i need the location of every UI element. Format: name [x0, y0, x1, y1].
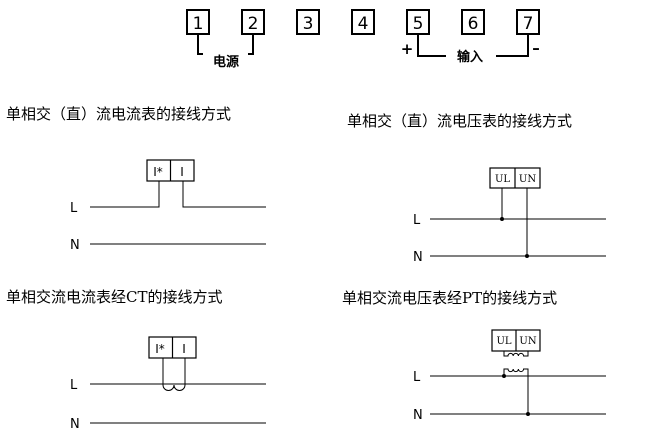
terminal-3: [296, 9, 320, 35]
terminal-4: [351, 9, 375, 35]
terminal-number-3: 3: [303, 14, 314, 34]
input-label: 输入: [457, 49, 483, 65]
diagram-2-cell-un: UN: [519, 174, 536, 185]
diagram-3-caption: 单相交流电流表经CT的接线方式: [6, 288, 222, 306]
diagram-2-l-junction: [500, 217, 504, 221]
terminal-number-1: 1: [193, 14, 204, 34]
diagram-4-n-junction: [526, 412, 530, 416]
terminal-number-5: 5: [413, 14, 424, 34]
diagram-1-cell-current-out: I: [180, 165, 184, 179]
terminal-numbers: 1 2 3 4 5 6 7: [193, 14, 534, 34]
diagram-3-l-label: L: [70, 378, 78, 393]
diagram-3-cell-current-in: I*: [155, 342, 165, 356]
diagram-4-l-label: L: [413, 370, 421, 385]
diagram-2-caption: 单相交（直）流电压表的接线方式: [347, 112, 572, 130]
diagram-1-cell-current-in: I*: [153, 165, 163, 179]
diagram-3-n-label: N: [70, 417, 80, 431]
diagram-3-meter: I* I: [148, 336, 197, 359]
diagram-2-meter: UL UN: [489, 167, 541, 189]
diagram-2-cell-ul: UL: [495, 174, 510, 185]
diagram-4-meter: UL UN: [491, 329, 541, 352]
input-bracket: [417, 34, 529, 57]
diagram-4-cell-un: UN: [519, 336, 536, 347]
diagram-1-caption: 单相交（直）流电流表的接线方式: [6, 105, 231, 123]
diagram-4-n-label: N: [413, 408, 423, 423]
terminal-number-7: 7: [523, 14, 534, 34]
power-label: 电源: [213, 54, 239, 70]
terminal-number-4: 4: [358, 14, 369, 34]
diagram-4-pt-transformer: [503, 351, 529, 414]
diagram-1-l-label: L: [70, 201, 78, 216]
diagram-4-cell-ul: UL: [496, 336, 511, 347]
diagram-2-n-label: N: [413, 250, 423, 265]
diagram-4-l-junction: [502, 374, 506, 378]
power-bracket: [197, 34, 254, 55]
diagram-1-l-wire: [90, 181, 266, 208]
diagram-3-cell-current-out: I: [182, 342, 186, 356]
terminal-6: [461, 9, 485, 35]
terminal-number-2: 2: [248, 14, 259, 34]
terminal-number-6: 6: [468, 14, 479, 34]
diagram-2-n-junction: [525, 254, 529, 258]
diagram-1-meter: I* I: [146, 159, 195, 182]
input-plus-sign: +: [401, 40, 414, 58]
diagram-2-l-label: L: [413, 213, 421, 228]
input-minus-sign: –: [532, 39, 540, 57]
diagram-3-ct-loop: [162, 358, 186, 391]
diagram-1-n-label: N: [70, 238, 80, 253]
diagram-4-caption: 单相交流电压表经PT的接线方式: [342, 289, 557, 307]
